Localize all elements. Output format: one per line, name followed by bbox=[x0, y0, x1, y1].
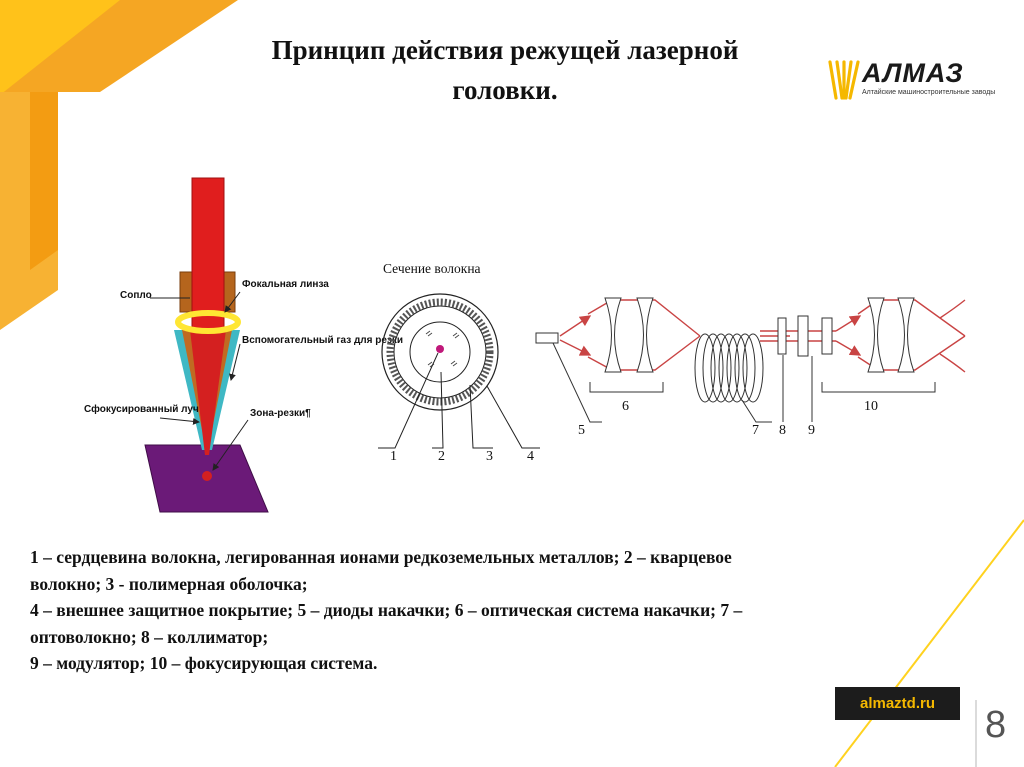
fiber-polymer-shell bbox=[386, 298, 494, 406]
modulator-left bbox=[797, 315, 809, 357]
pump-diode bbox=[535, 332, 559, 344]
title-line-2: головки. bbox=[452, 75, 558, 105]
fiber-callout-2: 2 bbox=[438, 449, 445, 464]
scheme-callout-7: 7 bbox=[752, 423, 759, 438]
fiber-inner-edge bbox=[393, 305, 487, 399]
fiber-section-figure: Сечение волокна 1 2 3 4 bbox=[378, 261, 540, 464]
fiber-callout-3: 3 bbox=[486, 449, 493, 464]
pump-optics-lenses bbox=[604, 297, 654, 373]
fiber-section-title: Сечение волокна bbox=[383, 261, 481, 276]
focused-beam-cone bbox=[190, 330, 226, 455]
label-aux-gas: Вспомогательный газ для резки bbox=[242, 335, 403, 346]
scheme-callout-5: 5 bbox=[578, 423, 585, 438]
logo-emblem-icon bbox=[828, 60, 860, 100]
label-focal-lens: Фокальная линза bbox=[242, 279, 329, 290]
collimator bbox=[777, 317, 787, 355]
fiber-core bbox=[436, 345, 444, 353]
slide-title: Принцип действия режущей лазерной головк… bbox=[180, 30, 830, 110]
laser-beam-column bbox=[191, 177, 225, 331]
legend-line-2: волокно; 3 - полимерная оболочка; bbox=[30, 573, 308, 594]
yellow-diagonal-line bbox=[834, 519, 1024, 767]
fiber-callout-4: 4 bbox=[527, 449, 534, 464]
focusing-lenses bbox=[867, 297, 915, 373]
legend-line-4: оптоволокно; 8 – коллиматор; bbox=[30, 626, 269, 647]
logo-subtitle: Алтайские машиностроительные заводы bbox=[862, 89, 996, 96]
cut-zone-spot bbox=[202, 471, 212, 481]
fiber-outer-coating bbox=[381, 293, 499, 411]
scheme-callout-10: 10 bbox=[864, 399, 878, 414]
scheme-callout-9: 9 bbox=[808, 423, 815, 438]
modulator-right bbox=[821, 317, 833, 355]
label-focused-beam: Сфокусированный луч bbox=[84, 403, 199, 415]
scheme-callout-6: 6 bbox=[622, 399, 629, 414]
logo-wordmark: АЛМАЗ bbox=[862, 58, 964, 88]
fiber-callout-1: 1 bbox=[390, 449, 397, 464]
corner-yellow-shape bbox=[0, 0, 120, 95]
laser-scheme-figure: 5 6 7 8 9 10 bbox=[535, 297, 966, 438]
title-line-1: Принцип действия режущей лазерной bbox=[271, 35, 739, 65]
legend-line-1: 1 – сердцевина волокна, легированная ион… bbox=[30, 547, 732, 567]
legend-line-5: 9 – модулятор; 10 – фокусирующая система… bbox=[30, 653, 378, 673]
label-cut-zone: Зона-резки¶ bbox=[250, 408, 311, 419]
diagram-legend: 1 – сердцевина волокна, легированная ион… bbox=[30, 544, 980, 677]
scheme-callout-8: 8 bbox=[779, 423, 786, 438]
page-number: 8 bbox=[985, 704, 1007, 746]
left-orange-shade bbox=[30, 92, 58, 270]
website-link[interactable]: almaztd.ru bbox=[835, 687, 960, 720]
legend-line-3: 4 – внешнее защитное покрытие; 5 – диоды… bbox=[30, 600, 743, 620]
label-nozzle: Сопло bbox=[120, 290, 152, 301]
fiber-coil bbox=[694, 333, 764, 403]
company-logo: АЛМАЗ Алтайские машиностроительные завод… bbox=[826, 58, 995, 108]
cutting-head-figure: Сопло Фокальная линза Вспомогательный га… bbox=[84, 177, 403, 513]
focal-lens-ring bbox=[175, 310, 241, 334]
